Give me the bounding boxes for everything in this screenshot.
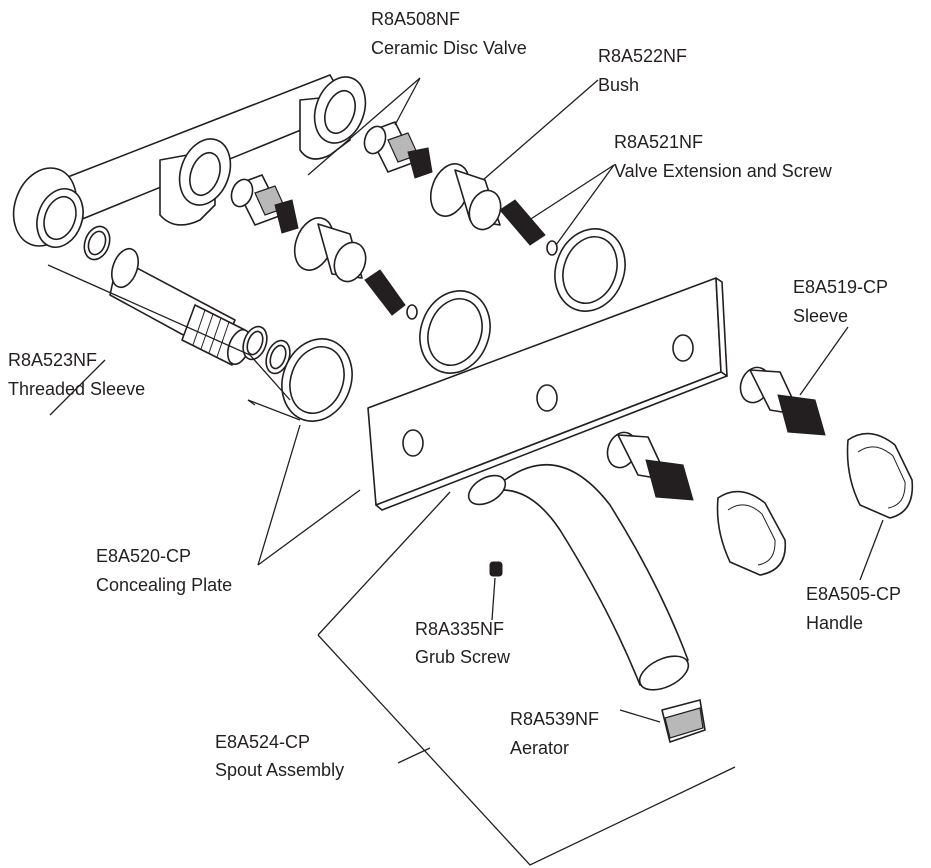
seal-ring-right <box>554 228 626 312</box>
valve-extension-upper <box>499 199 558 256</box>
part-code: R8A508NF <box>371 9 460 29</box>
bush-lower <box>293 217 367 283</box>
sleeve-part-right <box>739 366 826 436</box>
sleeve-part-left <box>606 431 694 501</box>
ceramic-disc-valve-lower <box>230 174 299 234</box>
valve-extension-lower <box>364 269 418 320</box>
label-aerator: R8A539NF Aerator <box>510 709 599 758</box>
label-bush: R8A522NF Bush <box>598 46 687 95</box>
part-name: Handle <box>806 613 863 633</box>
part-name: Valve Extension and Screw <box>614 161 833 181</box>
label-threaded-sleeve: R8A523NF Threaded Sleeve <box>8 350 145 399</box>
handle-part-right <box>846 432 914 519</box>
aerator-part <box>661 699 706 743</box>
part-name: Sleeve <box>793 306 848 326</box>
ceramic-disc-valve-upper <box>363 121 433 179</box>
part-code: E8A520-CP <box>96 546 191 566</box>
label-sleeve: E8A519-CP Sleeve <box>793 277 888 326</box>
seal-ring-middle <box>419 290 491 374</box>
part-name: Bush <box>598 75 639 95</box>
valve-body-assembly <box>12 74 367 261</box>
part-code: R8A521NF <box>614 132 703 152</box>
label-grub-screw: R8A335NF Grub Screw <box>415 619 511 667</box>
part-name: Spout Assembly <box>215 760 344 780</box>
part-code: E8A519-CP <box>793 277 888 297</box>
part-code: R8A523NF <box>8 350 97 370</box>
part-code: E8A524-CP <box>215 732 310 752</box>
part-code: E8A505-CP <box>806 584 901 604</box>
label-spout-assembly: E8A524-CP Spout Assembly <box>215 732 344 780</box>
part-name: Aerator <box>510 738 569 758</box>
threaded-sleeve-part <box>109 247 291 375</box>
part-name: Ceramic Disc Valve <box>371 38 527 58</box>
label-ceramic-disc-valve: R8A508NF Ceramic Disc Valve <box>371 9 527 58</box>
leader-lines <box>47 77 884 866</box>
grub-screw-part <box>489 561 503 577</box>
part-name: Threaded Sleeve <box>8 379 145 399</box>
label-concealing-plate: E8A520-CP Concealing Plate <box>96 546 232 595</box>
label-valve-extension: R8A521NF Valve Extension and Screw <box>614 132 833 181</box>
handle-part-left <box>716 490 787 576</box>
seal-ring-left <box>281 338 353 422</box>
spout-part <box>467 464 690 691</box>
part-code: R8A522NF <box>598 46 687 66</box>
label-handle: E8A505-CP Handle <box>806 584 901 633</box>
concealing-plate-part <box>367 277 728 511</box>
part-code: R8A539NF <box>510 709 599 729</box>
part-name: Grub Screw <box>415 647 511 667</box>
part-code: R8A335NF <box>415 619 504 639</box>
bush-upper <box>429 163 502 231</box>
part-name: Concealing Plate <box>96 575 232 595</box>
